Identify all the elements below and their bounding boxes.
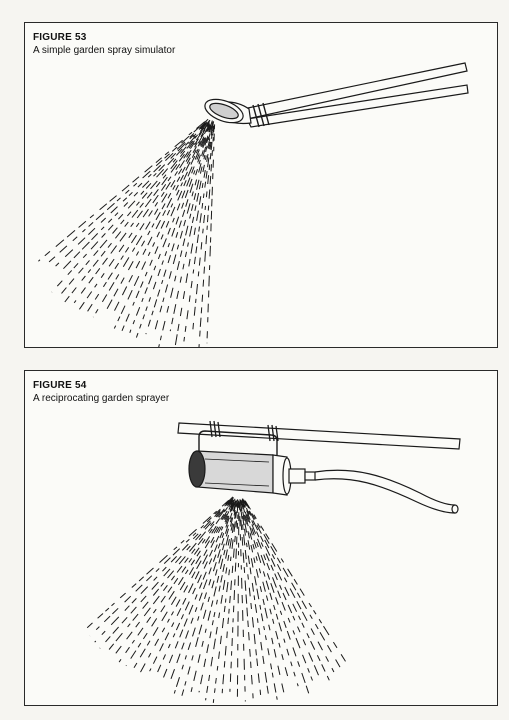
hose-coupling (288, 468, 316, 484)
figure-53-panel: FIGURE 53 A simple garden spray simulato… (24, 22, 498, 348)
handle-rods (242, 62, 469, 128)
support-rail (177, 422, 461, 450)
figure-number: FIGURE 54 (33, 380, 87, 391)
rod-bindings (252, 102, 270, 128)
spray-simulator-illustration (38, 62, 469, 347)
garden-hose (314, 469, 459, 514)
figure-54-panel: FIGURE 54 A reciprocating garden sprayer (24, 370, 498, 706)
rail-bindings (209, 420, 279, 442)
figure-caption: A simple garden spray simulator (33, 45, 176, 56)
sprayer-motor-body (188, 450, 292, 496)
figure-caption: A reciprocating garden sprayer (33, 393, 170, 404)
hanger-bracket (198, 430, 278, 455)
reciprocating-sprayer-illustration (86, 420, 461, 703)
figure-number: FIGURE 53 (33, 32, 87, 43)
water-spray-lines (38, 118, 216, 347)
spray-nozzle-head (204, 98, 252, 125)
water-spray-lines (86, 496, 346, 703)
